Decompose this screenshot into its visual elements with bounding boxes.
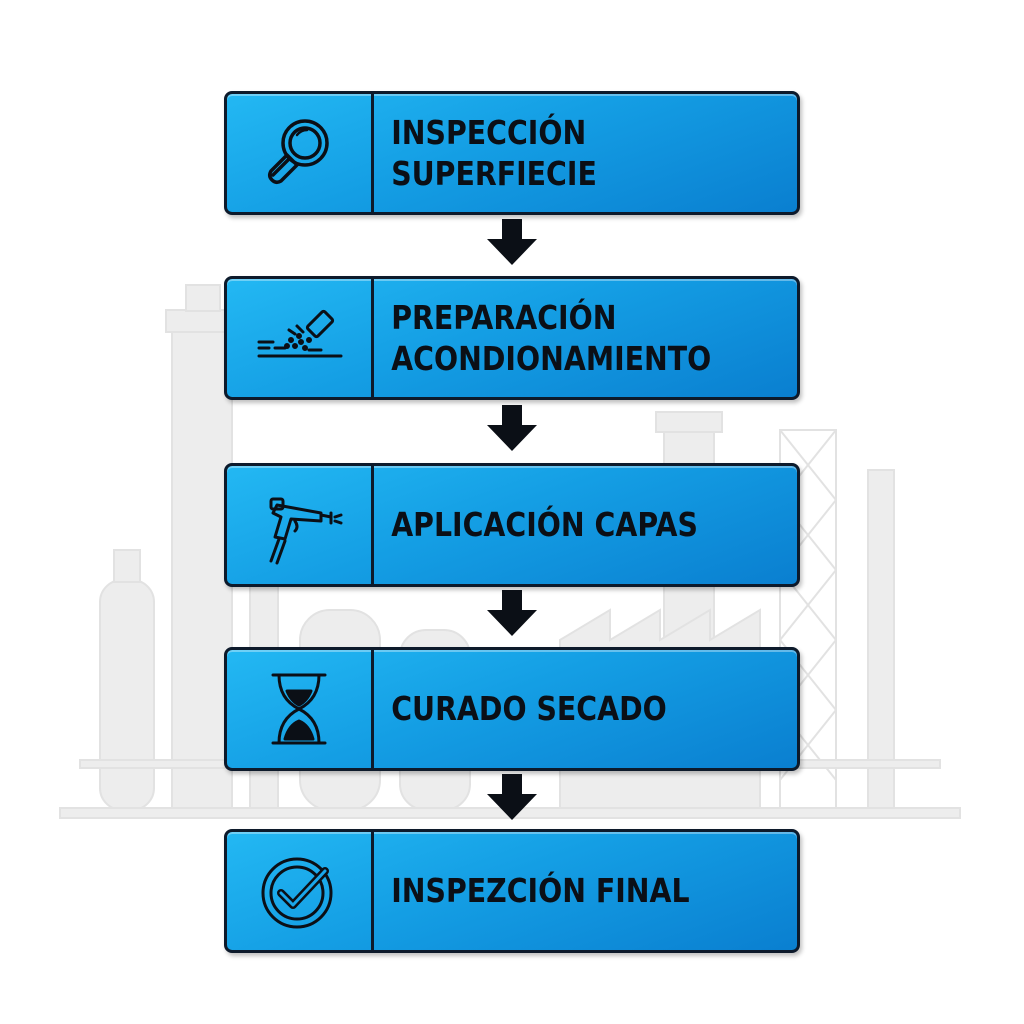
step-box-5: INSPEZCIÓN FINAL xyxy=(224,829,800,953)
magnifier-icon xyxy=(267,119,329,185)
step-icon-cell-2 xyxy=(227,279,374,397)
step-label-5: INSPEZCIÓN FINAL xyxy=(391,871,690,911)
down-arrow-1 xyxy=(487,219,537,265)
step-box-1: INSPECCIÓN SUPERFIECIE xyxy=(224,91,800,215)
down-arrow-3 xyxy=(487,590,537,636)
spray-gun-icon xyxy=(269,497,343,565)
step-box-2: PREPARACIÓN ACONDIONAMIENTO xyxy=(224,276,800,400)
step-icon-cell-4 xyxy=(227,650,374,768)
sandblasting-icon xyxy=(257,309,343,358)
step-label-1: INSPECCIÓN SUPERFIECIE xyxy=(391,112,597,193)
down-arrow-2 xyxy=(487,405,537,451)
step-icon-cell-3 xyxy=(227,466,374,584)
down-arrow-4 xyxy=(487,774,537,820)
step-label-3: APLICACIÓN CAPAS xyxy=(391,505,698,545)
check-circle-icon xyxy=(261,857,333,929)
step-label-2: PREPARACIÓN ACONDIONAMIENTO xyxy=(391,297,712,378)
step-icon-cell-5 xyxy=(227,832,374,950)
step-label-4: CURADO SECADO xyxy=(391,689,667,729)
hourglass-icon xyxy=(271,673,327,745)
step-box-4: CURADO SECADO xyxy=(224,647,800,771)
step-icon-cell-1 xyxy=(227,94,374,212)
step-box-3: APLICACIÓN CAPAS xyxy=(224,463,800,587)
